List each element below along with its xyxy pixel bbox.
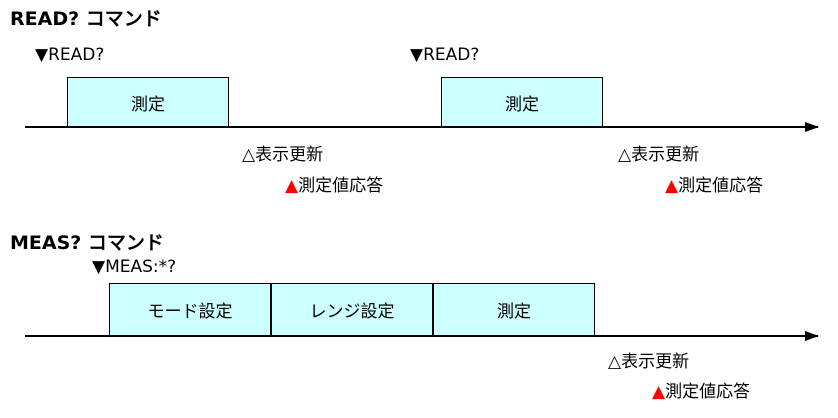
- read-response-2: ▲測定値応答: [665, 171, 763, 196]
- response-marker-icon: ▲: [285, 176, 299, 196]
- meas-section-title: MEAS? コマンド: [10, 232, 164, 254]
- response-marker-icon: ▲: [665, 176, 679, 196]
- read-display-update-2: △表示更新: [618, 145, 700, 165]
- read-command-marker-2: ▼READ?: [410, 45, 480, 65]
- read-section-title: READ? コマンド: [10, 8, 162, 30]
- read-response-2-text: 測定値応答: [678, 176, 764, 196]
- meas-response: ▲測定値応答: [652, 377, 750, 402]
- read-display-update-1: △表示更新: [242, 145, 324, 165]
- meas-range-setting-box: レンジ設定: [271, 283, 433, 336]
- response-marker-icon: ▲: [652, 382, 666, 402]
- read-measure-box-2: 測定: [441, 77, 603, 127]
- read-measure-box-1: 測定: [67, 77, 229, 127]
- meas-response-text: 測定値応答: [665, 382, 751, 402]
- read-command-marker-1: ▼READ?: [35, 45, 105, 65]
- meas-measure-box: 測定: [433, 283, 595, 336]
- read-response-1-text: 測定値応答: [298, 176, 384, 196]
- meas-mode-setting-box: モード設定: [109, 283, 271, 336]
- meas-command-marker: ▼MEAS:*?: [92, 257, 177, 277]
- read-response-1: ▲測定値応答: [285, 171, 383, 196]
- meas-display-update: △表示更新: [608, 352, 690, 372]
